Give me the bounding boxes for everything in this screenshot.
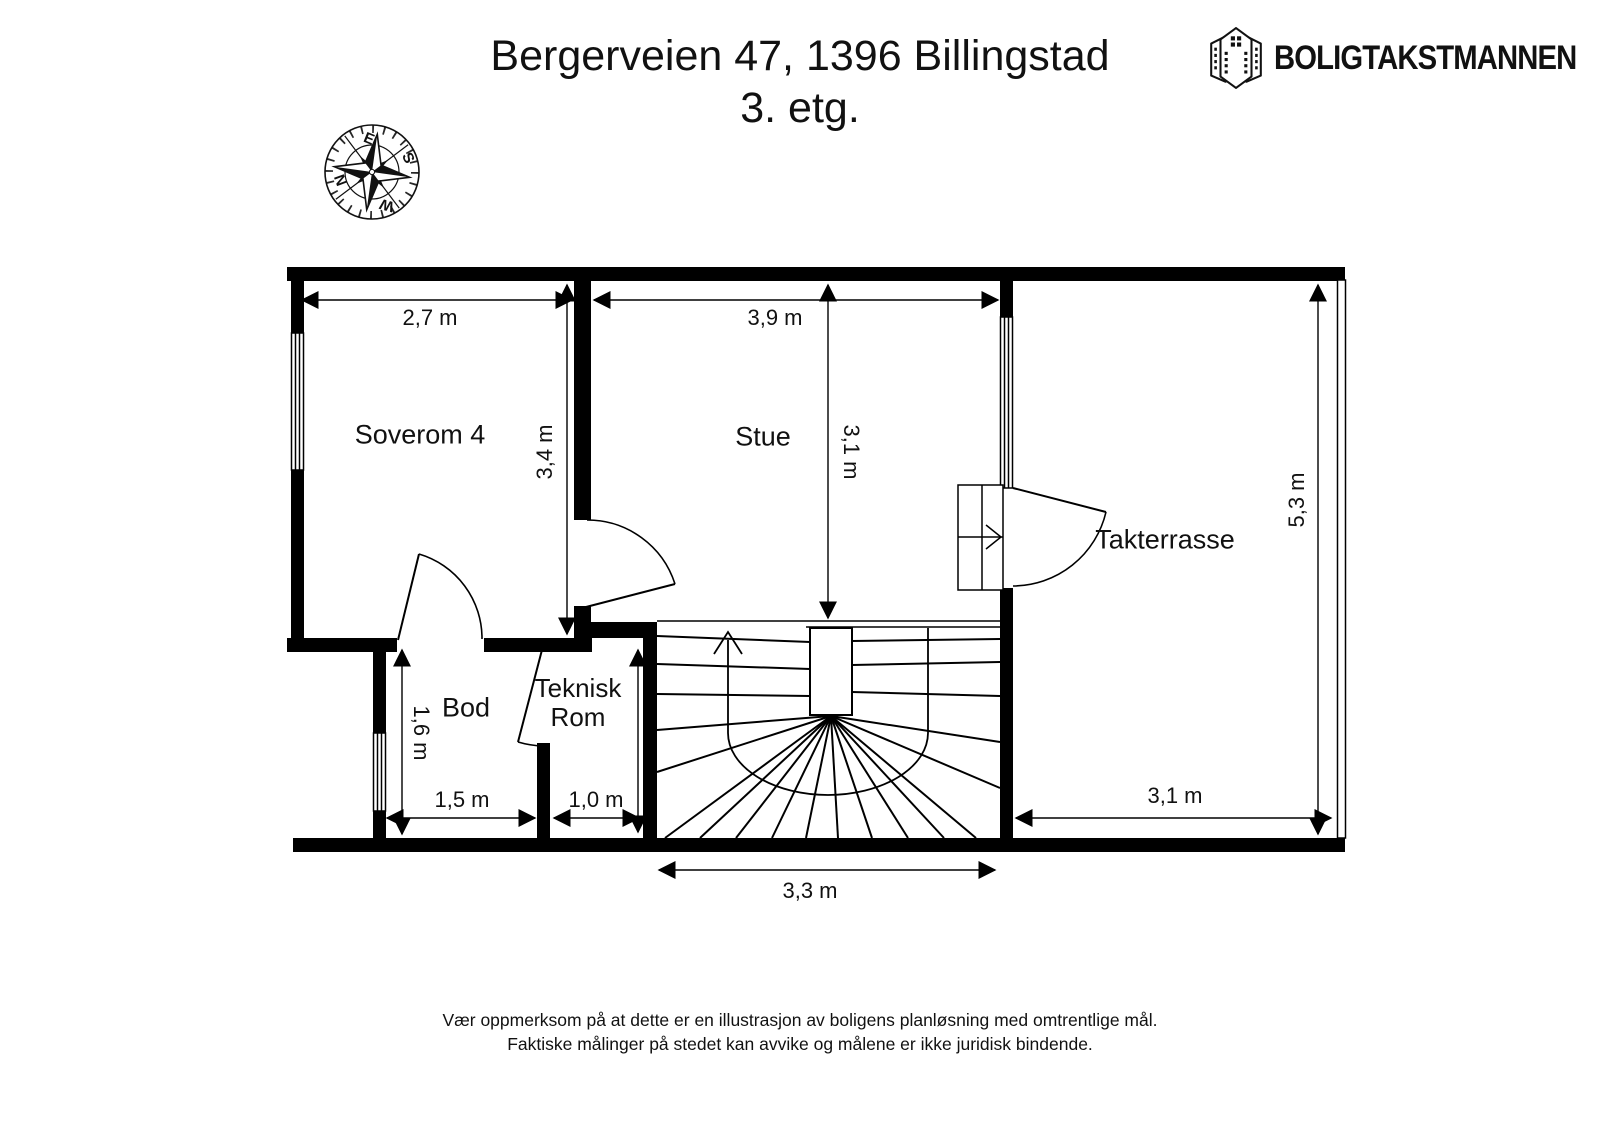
- dim-label-soverom-depth: 3,4 m: [532, 424, 557, 480]
- stair-treads: [656, 635, 1001, 839]
- door-stue: [585, 519, 676, 608]
- room-label-soverom4: Soverom 4: [354, 419, 486, 450]
- door-soverom: [397, 553, 483, 641]
- dim-label-bod-depth: 1,6 m: [409, 705, 434, 761]
- wall-teknisk-top: [543, 638, 592, 652]
- window-stue-terrace: [999, 316, 1014, 489]
- dim-label-stue-width: 3,9 m: [747, 305, 803, 330]
- building-icon: [1208, 27, 1264, 89]
- staircase: [656, 620, 1001, 839]
- address-line: Bergerveien 47, 1396 Billingstad: [490, 32, 1110, 80]
- disclaimer-line1: Vær oppmerksom på at dette er en illustr…: [442, 1010, 1158, 1030]
- disclaimer-line2: Faktiske målinger på stedet kan avvike o…: [507, 1034, 1093, 1054]
- dim-label-teknisk-width: 1,0 m: [568, 787, 624, 812]
- window-bod: [372, 732, 387, 812]
- page-title: Bergerveien 47, 1396 Billingstad 3. etg.: [0, 30, 1600, 134]
- wall-soverom-stue-divider: [574, 267, 591, 520]
- wall-outer-bottom: [293, 838, 1345, 852]
- windows: [290, 279, 1347, 839]
- sliding-door-panel: [957, 484, 1004, 591]
- stair-newel: [809, 627, 853, 716]
- logo-text: BOLIGTAKSTMANNEN: [1274, 38, 1577, 77]
- wall-terrace-upper: [1000, 267, 1013, 317]
- stair-up-arrow-icon: [713, 630, 743, 655]
- walls: [287, 267, 1345, 852]
- dim-label-stue-depth: 3,1 m: [839, 424, 864, 480]
- dim-label-terrace-depth: 5,3 m: [1284, 472, 1309, 528]
- dim-label-bod-width: 1,5 m: [434, 787, 490, 812]
- terrace-railing: [1336, 279, 1347, 839]
- dim-label-soverom-width: 2,7 m: [402, 305, 458, 330]
- room-label-bod: Bod: [441, 692, 491, 723]
- wall-outer-left-upper: [291, 267, 304, 333]
- doors: [397, 484, 1107, 747]
- compass-west-label: W: [377, 195, 396, 215]
- wall-outer-left-lower: [291, 470, 304, 652]
- dim-label-terrace-width: 3,1 m: [1147, 783, 1203, 808]
- disclaimer: Vær oppmerksom på at dette er en illustr…: [0, 1008, 1600, 1056]
- wall-bod-teknisk-divider: [537, 743, 550, 840]
- dim-label-stair-width: 3,3 m: [782, 878, 838, 903]
- room-label-stue: Stue: [735, 421, 791, 452]
- compass-rose: E S W N: [320, 120, 424, 224]
- floor-line: 3. etg.: [740, 84, 860, 132]
- logo: BOLIGTAKSTMANNEN: [1208, 26, 1588, 90]
- wall-stue-bottom: [583, 622, 657, 638]
- room-label-takterrasse: Takterrasse: [1095, 524, 1235, 555]
- door-direction-arrow-icon: [985, 524, 1003, 550]
- wall-terrace-lower: [1000, 588, 1013, 840]
- stair-walk-line: [713, 628, 929, 796]
- wall-bod-left-upper: [373, 645, 386, 733]
- dimension-lines: [300, 283, 1333, 880]
- door-teknisk-rom: [517, 645, 544, 747]
- wall-bod-left-lower: [373, 811, 386, 840]
- wall-outer-top: [287, 267, 1345, 281]
- door-takterrasse: [1012, 487, 1107, 587]
- wall-soverom-bottom-left: [287, 638, 397, 652]
- window-soverom: [290, 332, 305, 471]
- room-label-teknisk-rom: Teknisk Rom: [534, 672, 622, 732]
